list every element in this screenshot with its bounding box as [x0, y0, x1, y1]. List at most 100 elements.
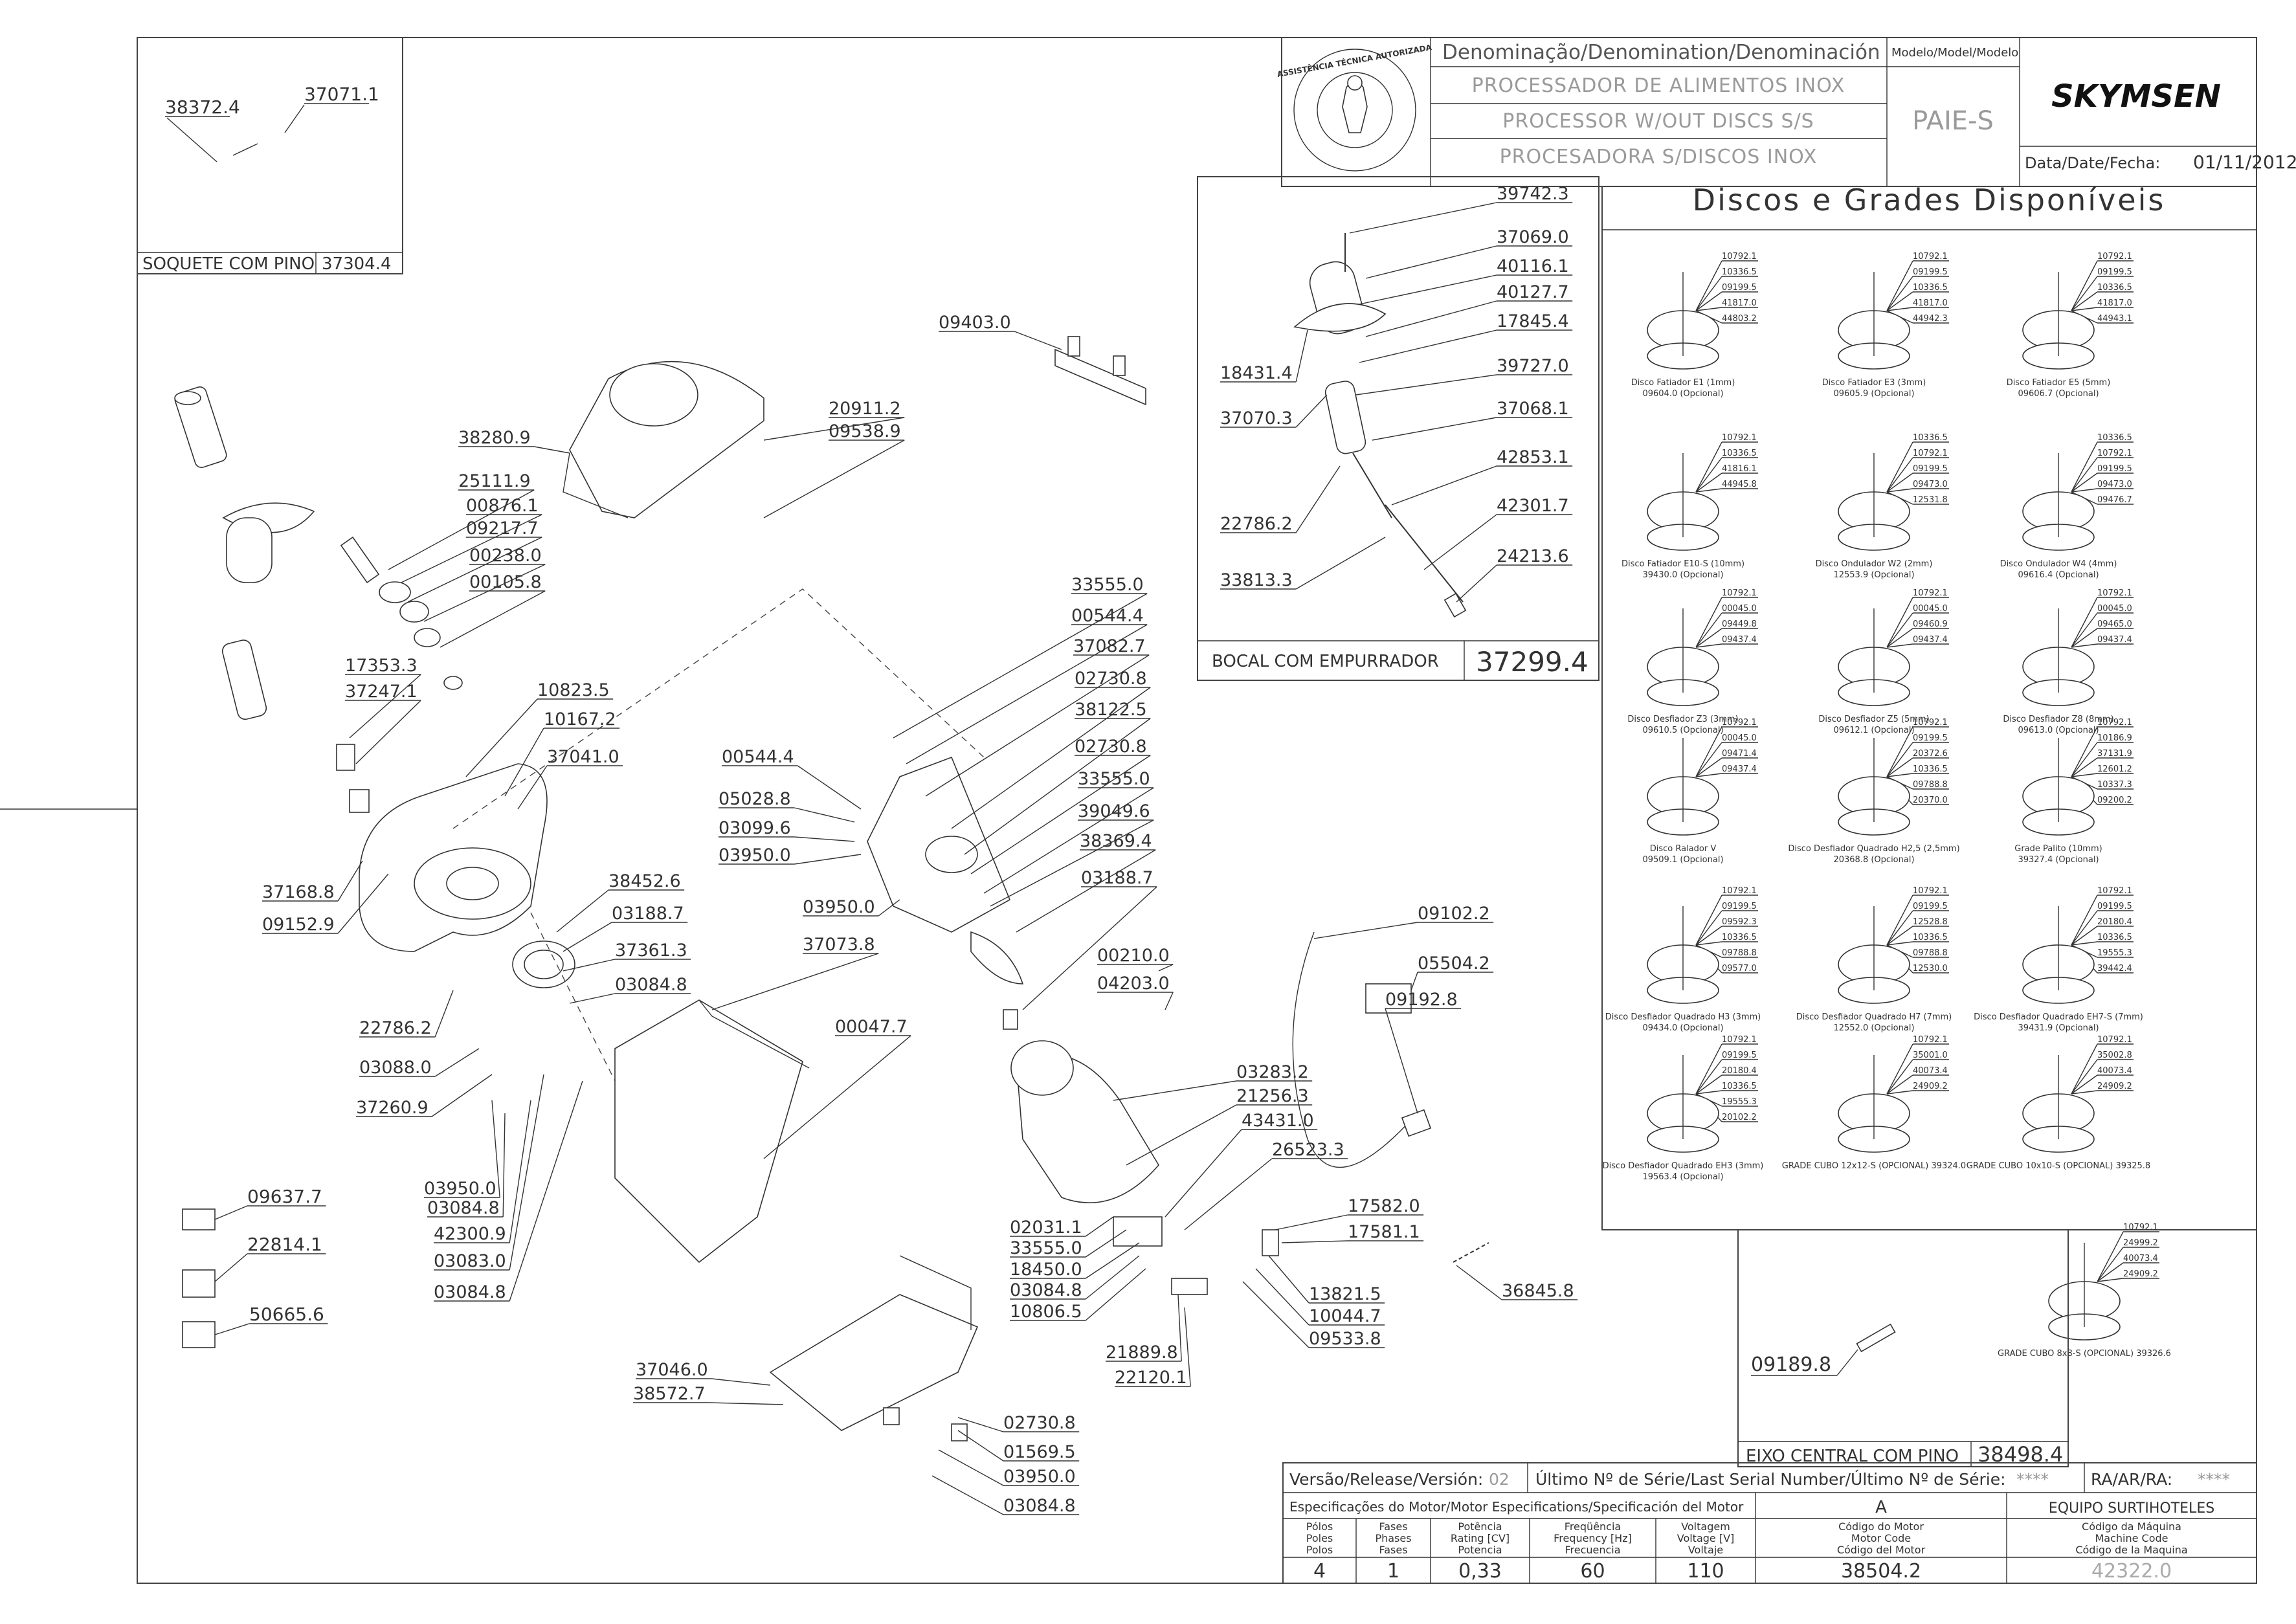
disc-part-label: 24909.2 — [1913, 1082, 1948, 1091]
part-callout: 00238.0 — [469, 546, 542, 566]
disc-name: Disco Fatiador E1 (1mm) — [1631, 378, 1735, 388]
disc-part-label: 10792.1 — [2097, 1035, 2132, 1045]
disc-part-label: 00045.0 — [1913, 604, 1948, 614]
disc-part-label: 39442.4 — [2097, 964, 2132, 973]
disc-name: Disco Ralador V — [1650, 844, 1717, 854]
disc-part-label: 09437.4 — [2097, 635, 2132, 645]
part-callout: 09102.2 — [1418, 904, 1490, 924]
part-callout: 39727.0 — [1497, 356, 1569, 376]
disc-part-label: 10336.5 — [1913, 933, 1948, 942]
disc-part-label: 44943.1 — [2097, 314, 2132, 324]
disc-part-label: 00045.0 — [1722, 604, 1757, 614]
part-callout: 02730.8 — [1075, 669, 1147, 689]
disc-item: 10792.109199.520180.410336.519555.339442… — [1974, 886, 2143, 1033]
part-callout: 42301.7 — [1497, 496, 1569, 516]
product-name-en: PROCESSOR W/OUT DISCS S/S — [1502, 110, 1814, 133]
disc-code: 09612.1 (Opcional) — [1833, 726, 1914, 735]
seal-text: ASSISTÊNCIA TÉCNICA AUTORIZADA — [1276, 42, 1433, 79]
disc-part-label: 09199.5 — [1913, 267, 1948, 277]
spec-header: Voltagem — [1681, 1520, 1730, 1533]
part-callout: 03084.8 — [615, 975, 687, 995]
nozzle-code: 37299.4 — [1476, 646, 1588, 678]
disc-part-label: 09199.5 — [1913, 733, 1948, 743]
part-callout: 33555.0 — [1078, 769, 1150, 789]
disc-name: Disco Desfiador Z8 (8mm) — [2003, 715, 2113, 724]
disc-part-label: 12531.8 — [1913, 495, 1948, 505]
part-callout: 17353.3 — [345, 656, 418, 676]
disc-name: Disco Desfiador Quadrado H2,5 (2,5mm) — [1788, 844, 1959, 854]
spec-header: Rating [CV] — [1451, 1532, 1510, 1544]
disc-part-label: 10336.5 — [1913, 764, 1948, 774]
spec-header: Potencia — [1458, 1544, 1502, 1556]
disc-part-label: 10336.5 — [2097, 933, 2132, 942]
disc-name: Disco Desfiador Z5 (5mm) — [1818, 715, 1929, 724]
part-callout: 17582.0 — [1348, 1196, 1420, 1216]
spec-value: 42322.0 — [2091, 1560, 2172, 1583]
disc-name: Disco Desfiador Quadrado H7 (7mm) — [1796, 1012, 1952, 1022]
part-callout: 38369.4 — [1080, 831, 1152, 851]
spec-header: Código da Máquina — [2082, 1520, 2181, 1533]
part-callout: 25111.9 — [458, 471, 531, 491]
spec-header: Freqüência — [1565, 1520, 1621, 1533]
disc-name: GRADE CUBO 8x8-S (OPCIONAL) 39326.6 — [1998, 1349, 2171, 1359]
disc-code: 09434.0 (Opcional) — [1642, 1023, 1723, 1033]
disc-part-label: 10792.1 — [2097, 449, 2132, 458]
disc-item: 10792.110186.937131.912601.210337.309200… — [2014, 718, 2134, 865]
discs-title: Discos e Grades Disponíveis — [1693, 183, 2166, 217]
spec-header: Potência — [1458, 1520, 1502, 1533]
disc-code: 09606.7 (Opcional) — [2018, 389, 2099, 399]
disc-part-label: 09199.5 — [2097, 464, 2132, 474]
part-callout: 10806.5 — [1010, 1302, 1082, 1322]
disc-code: 09605.9 (Opcional) — [1833, 389, 1914, 399]
disc-part-label: 20180.4 — [2097, 917, 2132, 927]
spec-header: Fases — [1379, 1544, 1407, 1556]
disc-part-label: 10186.9 — [2097, 733, 2132, 743]
disc-item: 10792.109199.512528.810336.509788.812530… — [1796, 886, 1952, 1033]
disc-code: 09610.5 (Opcional) — [1642, 726, 1723, 735]
ra-value: **** — [2198, 1470, 2230, 1489]
disc-item: 10792.109199.520372.610336.509788.820370… — [1788, 718, 1959, 865]
disc-part-label: 09437.4 — [1722, 635, 1757, 645]
part-callout: 04203.0 — [1097, 973, 1170, 994]
part-callout: 24213.6 — [1497, 546, 1569, 566]
socket-panel: SOQUETE COM PINO 37304.4 38372.4 37071.1 — [137, 37, 403, 274]
disc-part-label: 10336.5 — [1722, 933, 1757, 942]
spec-header: Machine Code — [2095, 1532, 2168, 1544]
product-name-pt: PROCESSADOR DE ALIMENTOS INOX — [1472, 74, 1845, 97]
disc-name: GRADE CUBO 12x12-S (OPCIONAL) 39324.0 — [1782, 1161, 1966, 1171]
disc-code: 12553.9 (Opcional) — [1833, 570, 1914, 580]
part-callout: 03950.0 — [719, 845, 791, 865]
disc-part-label: 00045.0 — [2097, 604, 2132, 614]
part-callout: 10823.5 — [537, 680, 610, 700]
part-callout: 09192.8 — [1385, 990, 1458, 1010]
disc-part-label: 09449.8 — [1722, 619, 1757, 629]
part-callout: 03084.8 — [1010, 1280, 1082, 1300]
shaft-panel: EIXO CENTRAL COM PINO 38498.4 09189.8 — [1737, 1229, 2069, 1467]
part-callout: 22120.1 — [1115, 1368, 1187, 1388]
disc-part-label: 09200.2 — [2097, 795, 2132, 805]
disc-part-label: 10792.1 — [1722, 433, 1757, 443]
spec-header: Código do Motor — [1838, 1520, 1924, 1533]
part-callout: 37070.3 — [1220, 408, 1293, 428]
motor-variant: A — [1875, 1498, 1887, 1517]
spec-header: Pólos — [1306, 1520, 1333, 1533]
spec-value: 60 — [1580, 1560, 1605, 1583]
part-callout: 03950.0 — [1003, 1467, 1076, 1487]
disc-part-label: 24999.2 — [2123, 1238, 2158, 1248]
disc-part-label: 40073.4 — [1913, 1066, 1948, 1076]
sticker-voltage — [182, 1321, 216, 1348]
part-callout: 00876.1 — [466, 496, 539, 516]
brand-logo: SKYMSEN — [2051, 78, 2221, 115]
part-callout: 00047.7 — [835, 1017, 908, 1037]
disc-part-label: 09199.5 — [1913, 464, 1948, 474]
part-callout: 38572.7 — [633, 1384, 706, 1404]
spec-header: Phases — [1375, 1532, 1411, 1544]
socket-code: 37304.4 — [322, 254, 392, 274]
disc-code: 19563.4 (Opcional) — [1642, 1172, 1723, 1182]
spec-value: 110 — [1687, 1560, 1724, 1583]
spec-value: 38504.2 — [1841, 1560, 1921, 1583]
